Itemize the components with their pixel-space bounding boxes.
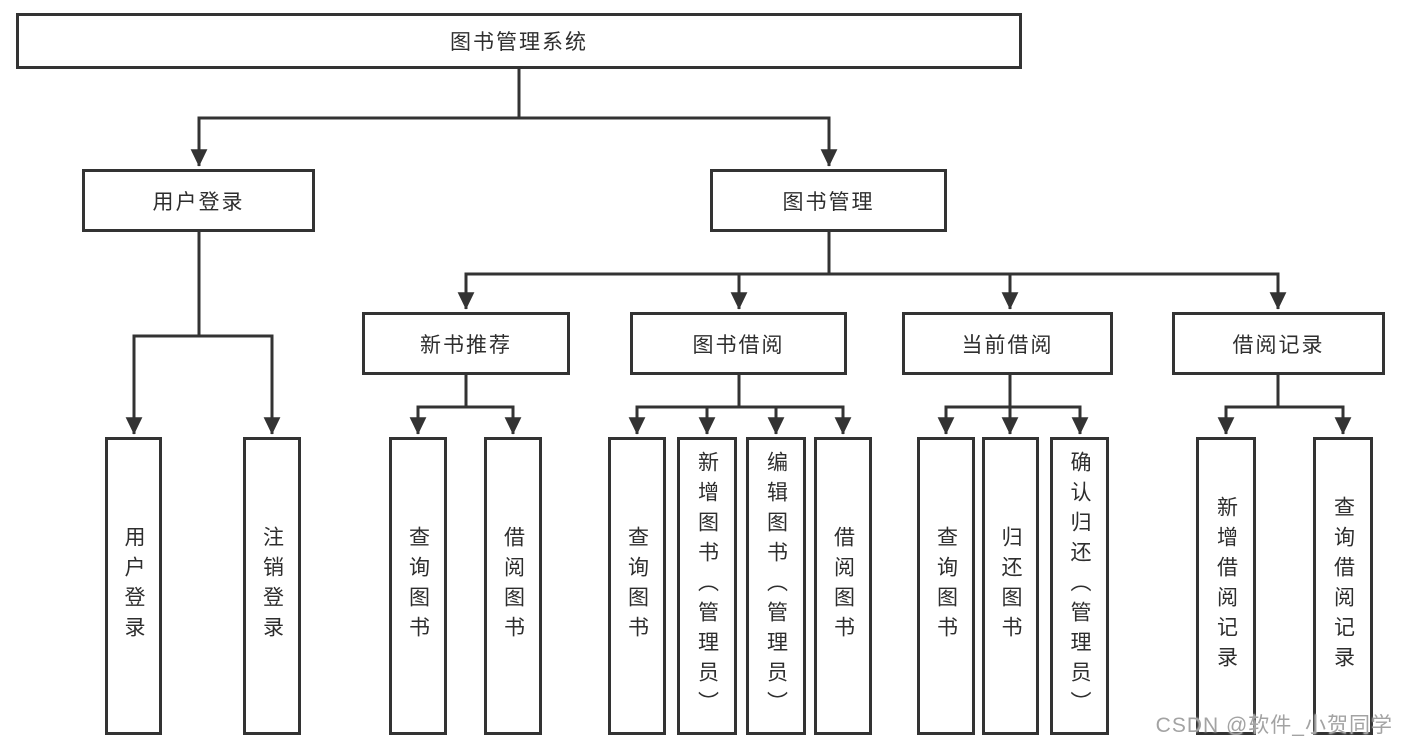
leaf-add-book-admin-label: 新增图书（管理员） bbox=[695, 451, 719, 721]
node-book-borrowing: 图书借阅 bbox=[630, 312, 847, 375]
node-root-label: 图书管理系统 bbox=[450, 31, 588, 54]
leaf-query-borrow-record-label: 查询借阅记录 bbox=[1331, 496, 1355, 676]
node-current-borrowing: 当前借阅 bbox=[902, 312, 1113, 375]
leaf-current-query-book: 查询图书 bbox=[917, 437, 975, 735]
leaf-logout-label: 注销登录 bbox=[260, 526, 284, 646]
node-borrowing-records: 借阅记录 bbox=[1172, 312, 1385, 375]
leaf-edit-book-admin-label: 编辑图书（管理员） bbox=[764, 451, 788, 721]
node-root: 图书管理系统 bbox=[16, 13, 1022, 69]
leaf-borrow-query-book: 查询图书 bbox=[608, 437, 666, 735]
node-user-login-label: 用户登录 bbox=[152, 190, 245, 214]
leaf-add-book-admin: 新增图书（管理员） bbox=[677, 437, 737, 735]
node-current-borrowing-label: 当前借阅 bbox=[961, 333, 1054, 357]
leaf-confirm-return-admin-label: 确认归还（管理员） bbox=[1068, 451, 1091, 721]
leaf-current-query-book-label: 查询图书 bbox=[934, 526, 958, 646]
node-new-book-recommend: 新书推荐 bbox=[362, 312, 570, 375]
leaf-user-login-label: 用户登录 bbox=[122, 526, 145, 646]
node-borrowing-records-label: 借阅记录 bbox=[1232, 333, 1325, 357]
node-user-login: 用户登录 bbox=[82, 169, 315, 232]
leaf-edit-book-admin: 编辑图书（管理员） bbox=[746, 437, 806, 735]
leaf-add-borrow-record: 新增借阅记录 bbox=[1196, 437, 1256, 735]
node-new-book-recommend-label: 新书推荐 bbox=[420, 333, 512, 357]
leaf-borrow-borrow-book: 借阅图书 bbox=[814, 437, 872, 735]
node-book-borrowing-label: 图书借阅 bbox=[692, 333, 785, 357]
node-book-management-label: 图书管理 bbox=[782, 190, 875, 214]
leaf-add-borrow-record-label: 新增借阅记录 bbox=[1214, 496, 1238, 676]
leaf-borrow-borrow-book-label: 借阅图书 bbox=[831, 526, 855, 646]
node-book-management: 图书管理 bbox=[710, 169, 947, 232]
leaf-recommend-query-book-label: 查询图书 bbox=[406, 526, 430, 646]
leaf-borrow-query-book-label: 查询图书 bbox=[625, 526, 649, 646]
leaf-confirm-return-admin: 确认归还（管理员） bbox=[1050, 437, 1109, 735]
leaf-recommend-borrow-book: 借阅图书 bbox=[484, 437, 542, 735]
leaf-logout: 注销登录 bbox=[243, 437, 301, 735]
leaf-return-book-label: 归还图书 bbox=[999, 526, 1022, 646]
leaf-user-login: 用户登录 bbox=[105, 437, 162, 735]
leaf-recommend-query-book: 查询图书 bbox=[389, 437, 447, 735]
leaf-query-borrow-record: 查询借阅记录 bbox=[1313, 437, 1373, 735]
leaf-recommend-borrow-book-label: 借阅图书 bbox=[501, 526, 525, 646]
leaf-return-book: 归还图书 bbox=[982, 437, 1039, 735]
csdn-watermark: CSDN @软件_小贺同学 bbox=[1155, 714, 1393, 737]
